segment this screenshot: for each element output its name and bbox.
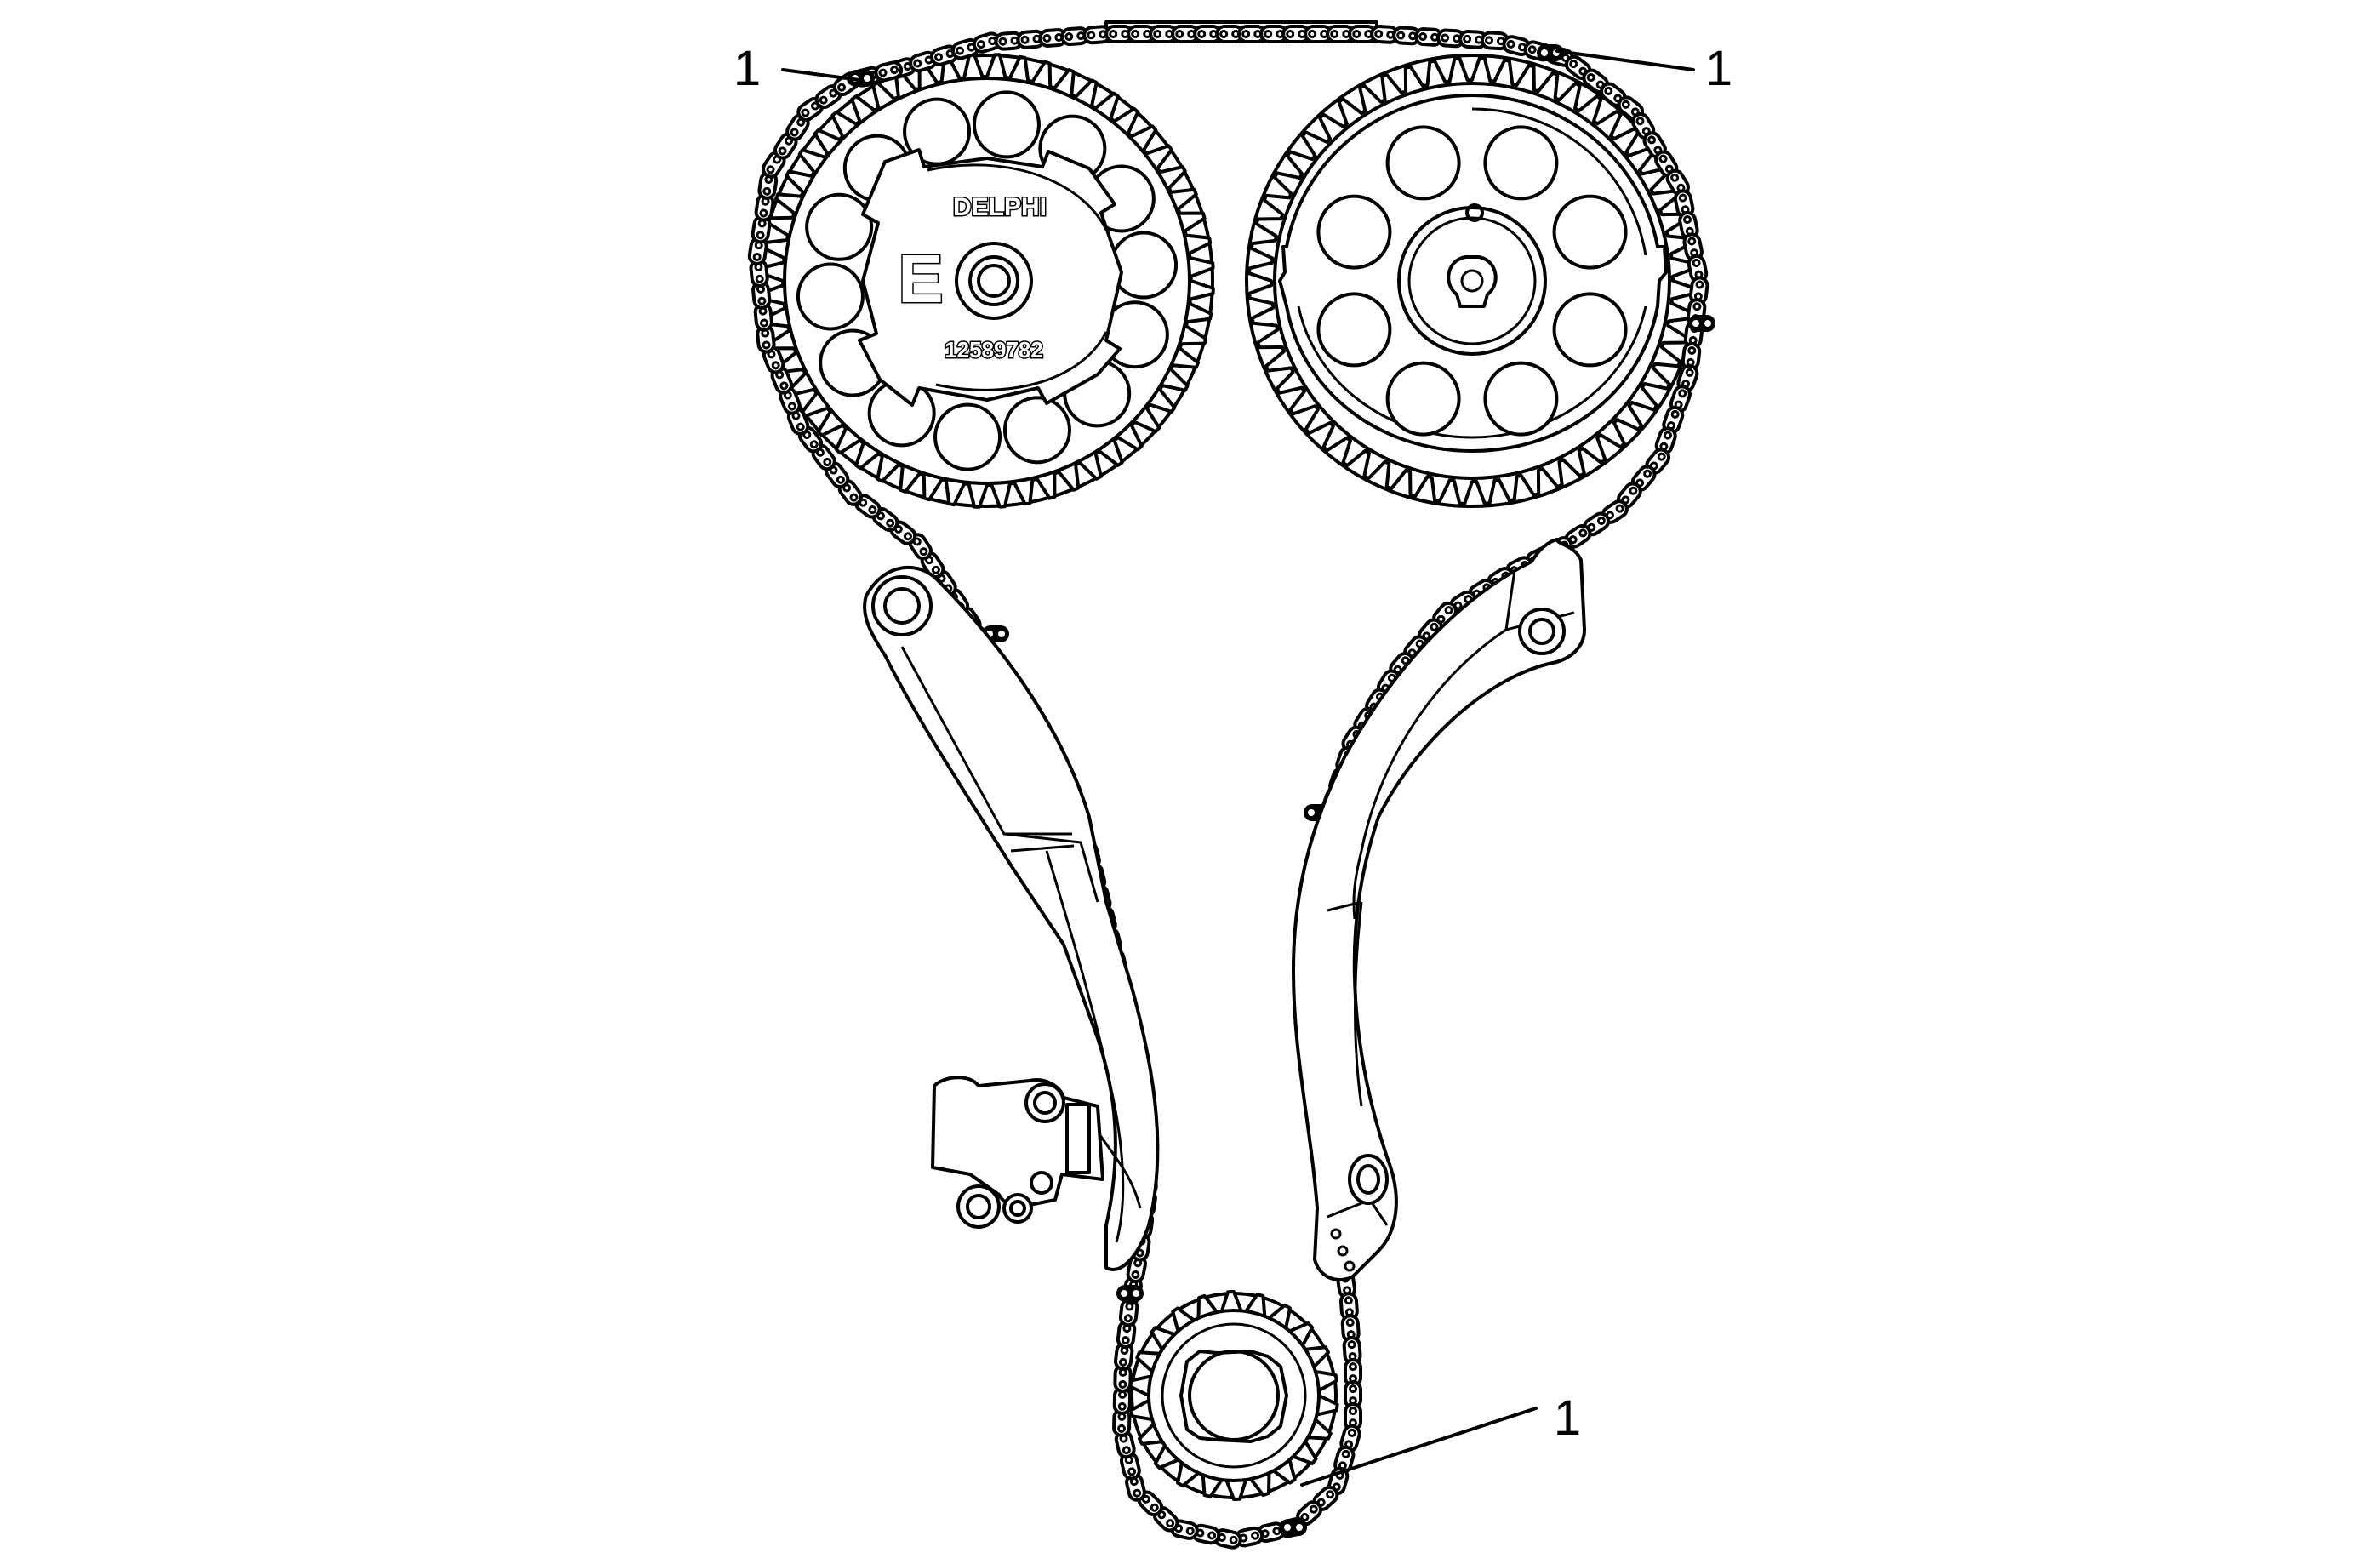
chain-link (874, 60, 904, 83)
lightening-hole (1316, 292, 1392, 368)
marked-link (1688, 315, 1715, 332)
keyhole-icon (1447, 255, 1498, 308)
chain-link (1414, 27, 1444, 47)
chain-link (1191, 1523, 1221, 1545)
marked-link (1280, 1519, 1307, 1536)
marked-link (1116, 1285, 1144, 1302)
lightening-hole (1552, 194, 1628, 270)
callout-right-cam: 1 (1555, 41, 1732, 96)
chain-link (751, 280, 772, 310)
lightening-hole (1110, 231, 1179, 300)
callout-label-right: 1 (1705, 41, 1732, 96)
lightening-hole (1552, 292, 1628, 368)
brand-stamp: DELPHI (953, 193, 1047, 221)
chain-link (1344, 1402, 1362, 1432)
lightening-hole (1483, 125, 1559, 201)
timing-dot (1465, 203, 1484, 222)
marked-link (1537, 44, 1564, 61)
chain-link (1676, 363, 1699, 393)
chain-link (1344, 1358, 1362, 1388)
lightening-hole (972, 90, 1041, 159)
chain-link (1481, 31, 1510, 51)
callout-left-cam: 1 (733, 41, 861, 96)
lightening-hole (1385, 125, 1461, 201)
right-chain-guide (1292, 538, 1586, 1281)
crankshaft-sprocket (1128, 1290, 1339, 1501)
chain-tensioner (931, 1076, 1104, 1229)
chain-link (1119, 1451, 1141, 1481)
lightening-hole (933, 402, 1002, 471)
right-camshaft-sprocket (1245, 54, 1699, 508)
lightening-hole (805, 192, 874, 261)
letter-stamp: E (898, 241, 943, 317)
lightening-hole (1385, 361, 1461, 437)
callout-label-crank: 1 (1554, 1390, 1581, 1446)
lightening-hole (1002, 396, 1071, 465)
left-camshaft-sprocket: DELPHI E 12589782 (759, 53, 1215, 509)
chain-link (1436, 28, 1466, 49)
callout-crank: 1 (1300, 1390, 1581, 1487)
lightening-hole (796, 262, 865, 331)
callout-label-left: 1 (733, 41, 761, 96)
lightening-hole (1316, 194, 1392, 270)
chain-link (1342, 1336, 1362, 1366)
left-tensioner-guide (863, 566, 1160, 1271)
part-number-stamp: 12589782 (945, 337, 1043, 362)
chain-link (1112, 1385, 1133, 1415)
lightening-hole (1483, 361, 1559, 437)
